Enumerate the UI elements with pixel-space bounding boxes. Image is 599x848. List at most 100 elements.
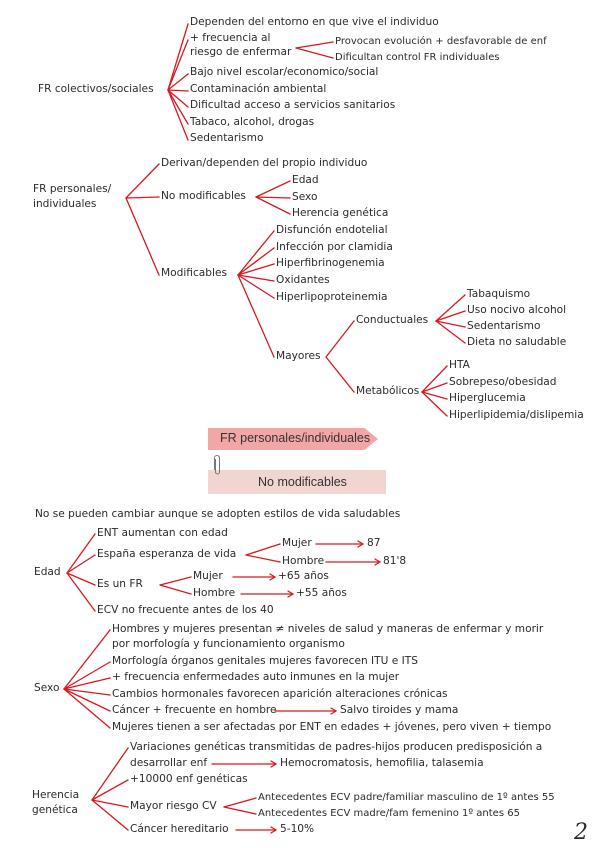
riesgo-item-control: Dificultan control FR individuales <box>335 52 500 63</box>
personales-derivan: Derivan/dependen del propio individuo <box>161 157 368 169</box>
arrow-fr-mujer <box>269 576 276 581</box>
paperclip-icon <box>214 455 220 475</box>
colectivos-connector <box>167 89 189 141</box>
mayores-connector <box>325 356 355 393</box>
sexo-item-ent: Mujeres tienen a ser afectadas por ENT e… <box>112 721 552 733</box>
arrow-fr-hombre <box>287 590 294 595</box>
arrow-espana-mujer <box>357 543 364 548</box>
mayores-connector <box>325 320 355 358</box>
mod-item-oxidantes: Oxidantes <box>276 274 330 286</box>
herencia-connector <box>91 799 129 808</box>
conductuales-item-tabaquismo: Tabaquismo <box>467 288 531 300</box>
edad-connector <box>66 572 96 586</box>
metabolicos-connector <box>421 391 448 417</box>
herencia-riesgo-madre: Antecedentes ECV madre/fam femenino 1º a… <box>258 808 520 819</box>
edad-fr-hombre: Hombre <box>193 587 236 599</box>
sexo-connector <box>63 688 111 712</box>
sexo-item-autoinmunes: + frecuencia enfermedades auto inmunes e… <box>112 671 400 683</box>
mod-item-clamidia: Infección por clamidia <box>276 241 393 253</box>
metabolicos-label: Metabólicos <box>356 385 420 397</box>
colectivos-item-contaminacion: Contaminación ambiental <box>190 83 327 95</box>
modificables-label: Modificables <box>161 267 227 279</box>
colectivos-label: FR colectivos/sociales <box>38 83 154 95</box>
edad-espana-connector <box>245 554 281 563</box>
arrow-espana-mujer <box>357 540 364 545</box>
sexo-item-hormonales: Cambios hormonales favorecen aparición a… <box>112 688 448 700</box>
colectivos-connector <box>167 73 189 91</box>
edad-fr-connector <box>159 584 192 595</box>
colectivos-item-riesgo: riesgo de enfermar <box>190 46 292 58</box>
herencia-riesgo-padre: Antecedentes ECV padre/familiar masculin… <box>258 792 555 803</box>
colectivos-item-tabaco: Tabaco, alcohol, drogas <box>190 116 315 128</box>
personales-label-line1: FR personales/ <box>33 183 112 195</box>
herencia-item-variaciones-value: Hemocromatosis, hemofilia, talasemia <box>280 757 484 769</box>
edad-espana-hombre-value: 81'8 <box>383 555 407 567</box>
edad-fr-mujer: Mujer <box>193 570 223 582</box>
edad-espana: España esperanza de vida <box>97 548 237 560</box>
no-mod-connector <box>255 180 291 198</box>
sexo-connector <box>63 661 111 690</box>
metabolicos-connector <box>421 382 448 393</box>
arrow-cancer <box>330 707 337 712</box>
riesgo-item-evolucion: Provocan evolución + desfavorable de enf <box>335 36 547 47</box>
colectivos-connector <box>167 89 189 108</box>
edad-espana-mujer: Mujer <box>282 537 312 549</box>
sexo-connector <box>63 629 111 690</box>
herencia-label-line1: Herencia <box>32 789 80 801</box>
metabolicos-connector <box>421 391 448 400</box>
no-mod-connector <box>255 196 291 199</box>
no-mod-connector <box>255 196 291 215</box>
colectivos-connector <box>167 89 189 125</box>
arrow-espana-hombre <box>374 561 381 566</box>
mod-connector <box>237 274 275 282</box>
herencia-item-cancer: Cáncer hereditario <box>130 823 229 835</box>
no-mod-item-sexo: Sexo <box>292 191 318 203</box>
section-banner: FR personales/individuales <box>208 428 378 450</box>
edad-espana-hombre: Hombre <box>282 555 325 567</box>
edad-fr-connector <box>159 576 192 586</box>
sexo-item-niveles-cont: por morfología y funcionamiento organism… <box>112 638 345 650</box>
colectivos-item-nivel: Bajo nivel escolar/economico/social <box>190 66 379 78</box>
mayores-label: Mayores <box>276 350 321 362</box>
subsection-banner-title: No modificables <box>258 475 347 489</box>
arrow-cancer-hereditario <box>270 829 277 834</box>
colectivos-item-sedentarismo: Sedentarismo <box>190 132 264 144</box>
edad-espana-mujer-value: 87 <box>367 537 381 549</box>
metabolicos-connector <box>421 365 448 393</box>
conductuales-label: Conductuales <box>356 314 429 326</box>
edad-fr-hombre-value: +55 años <box>296 587 347 599</box>
conductuales-connector <box>435 320 466 328</box>
conductuales-item-alcohol: Uso nocivo alcohol <box>467 304 567 316</box>
no-mod-item-herencia: Herencia genética <box>292 207 389 219</box>
personales-connector <box>125 163 160 199</box>
mod-connector <box>237 274 275 358</box>
arrow-cancer <box>330 710 337 715</box>
colectivos-connector <box>167 39 189 91</box>
herencia-item-variaciones-cont: desarrollar enf <box>130 757 208 769</box>
conductuales-connector <box>435 310 466 322</box>
edad-ent: ENT aumentan con edad <box>97 527 228 539</box>
personales-connector <box>125 197 160 276</box>
no-mod-item-edad: Edad <box>292 174 319 186</box>
sexo-connector <box>63 677 111 690</box>
edad-label: Edad <box>34 566 61 578</box>
herencia-item-enf-geneticas: +10000 enf genéticas <box>130 773 248 785</box>
mod-connector <box>237 247 275 276</box>
subsection-banner: No modificables <box>208 470 386 494</box>
mod-item-hiperlipoproteinemia: Hiperlipoproteinemia <box>276 291 388 303</box>
edad-espana-connector <box>245 543 281 556</box>
arrow-variaciones <box>270 763 277 768</box>
conductuales-connector <box>435 294 466 322</box>
edad-connector <box>66 533 96 574</box>
herencia-item-variaciones: Variaciones genéticas transmitidas de pa… <box>130 741 543 753</box>
arrow-fr-hombre <box>287 593 294 598</box>
intro-text: No se pueden cambiar aunque se adopten e… <box>35 508 401 520</box>
herencia-item-riesgo-cv: Mayor riesgo CV <box>130 800 217 812</box>
sexo-item-niveles: Hombres y mujeres presentan ≠ niveles de… <box>112 623 544 635</box>
personales-label-line2: individuales <box>33 198 97 210</box>
colectivos-connector <box>167 89 189 92</box>
arrow-espana-hombre <box>374 558 381 563</box>
edad-fr-mujer-value: +65 años <box>278 570 329 582</box>
riesgo-connector <box>295 47 334 59</box>
